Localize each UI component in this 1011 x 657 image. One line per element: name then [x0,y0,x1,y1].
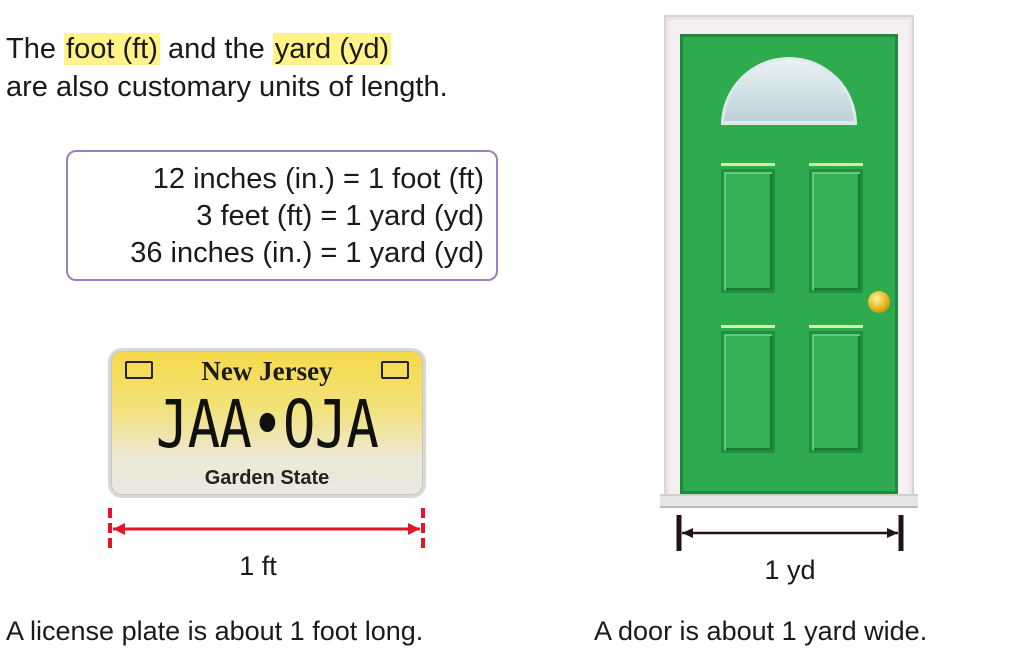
door-knob [868,291,890,313]
door-arrowhead-right [887,528,898,538]
intro-line-2: are also customary units of length. [6,71,448,103]
door-caption: A door is about 1 yard wide. [594,616,928,646]
term-foot: foot (ft) [64,33,160,65]
door-threshold [660,494,918,508]
conversion-inches-foot: 12 inches (in.) = 1 foot (ft) [152,163,484,195]
door [680,34,898,494]
plate-caption: A license plate is about 1 foot long. [6,616,424,646]
plate-bolt-slot [381,361,409,379]
plate-number: JAA•OJA [155,386,379,463]
door-panel [721,331,775,453]
door-panel [809,331,863,453]
plate-length-arrow [108,508,425,548]
door-width-arrow [676,515,904,551]
plate-state: New Jersey [201,356,333,386]
door-panel [721,169,775,293]
plate-measure-label: 1 ft [239,551,277,581]
conversion-box: 12 inches (in.) = 1 foot (ft) 3 feet (ft… [66,150,498,281]
intro-text-segment: and the [159,33,273,65]
term-yard: yard (yd) [272,33,392,65]
plate-motto: Garden State [204,467,330,489]
door-arrowhead-left [682,528,693,538]
door-rail [721,325,775,328]
plate-arrowhead-left [113,523,125,535]
intro-text: The foot (ft) and the yard (yd) are also… [6,30,448,106]
door-rail [721,163,775,166]
conversion-inches-yard: 36 inches (in.) = 1 yard (yd) [130,237,484,269]
intro-text-segment: The [6,33,65,65]
intro-line-1: The foot (ft) and the yard (yd) [6,30,448,68]
door-rail [809,325,863,328]
door-rail [809,163,863,166]
door-window [721,57,857,125]
plate-arrowhead-right [408,523,420,535]
license-plate: New Jersey JAA•OJA Garden State [108,348,426,498]
door-panel [809,169,863,293]
conversion-feet-yard: 3 feet (ft) = 1 yard (yd) [196,200,484,232]
door-measure-label: 1 yd [764,555,816,585]
plate-bolt-slot [125,361,153,379]
